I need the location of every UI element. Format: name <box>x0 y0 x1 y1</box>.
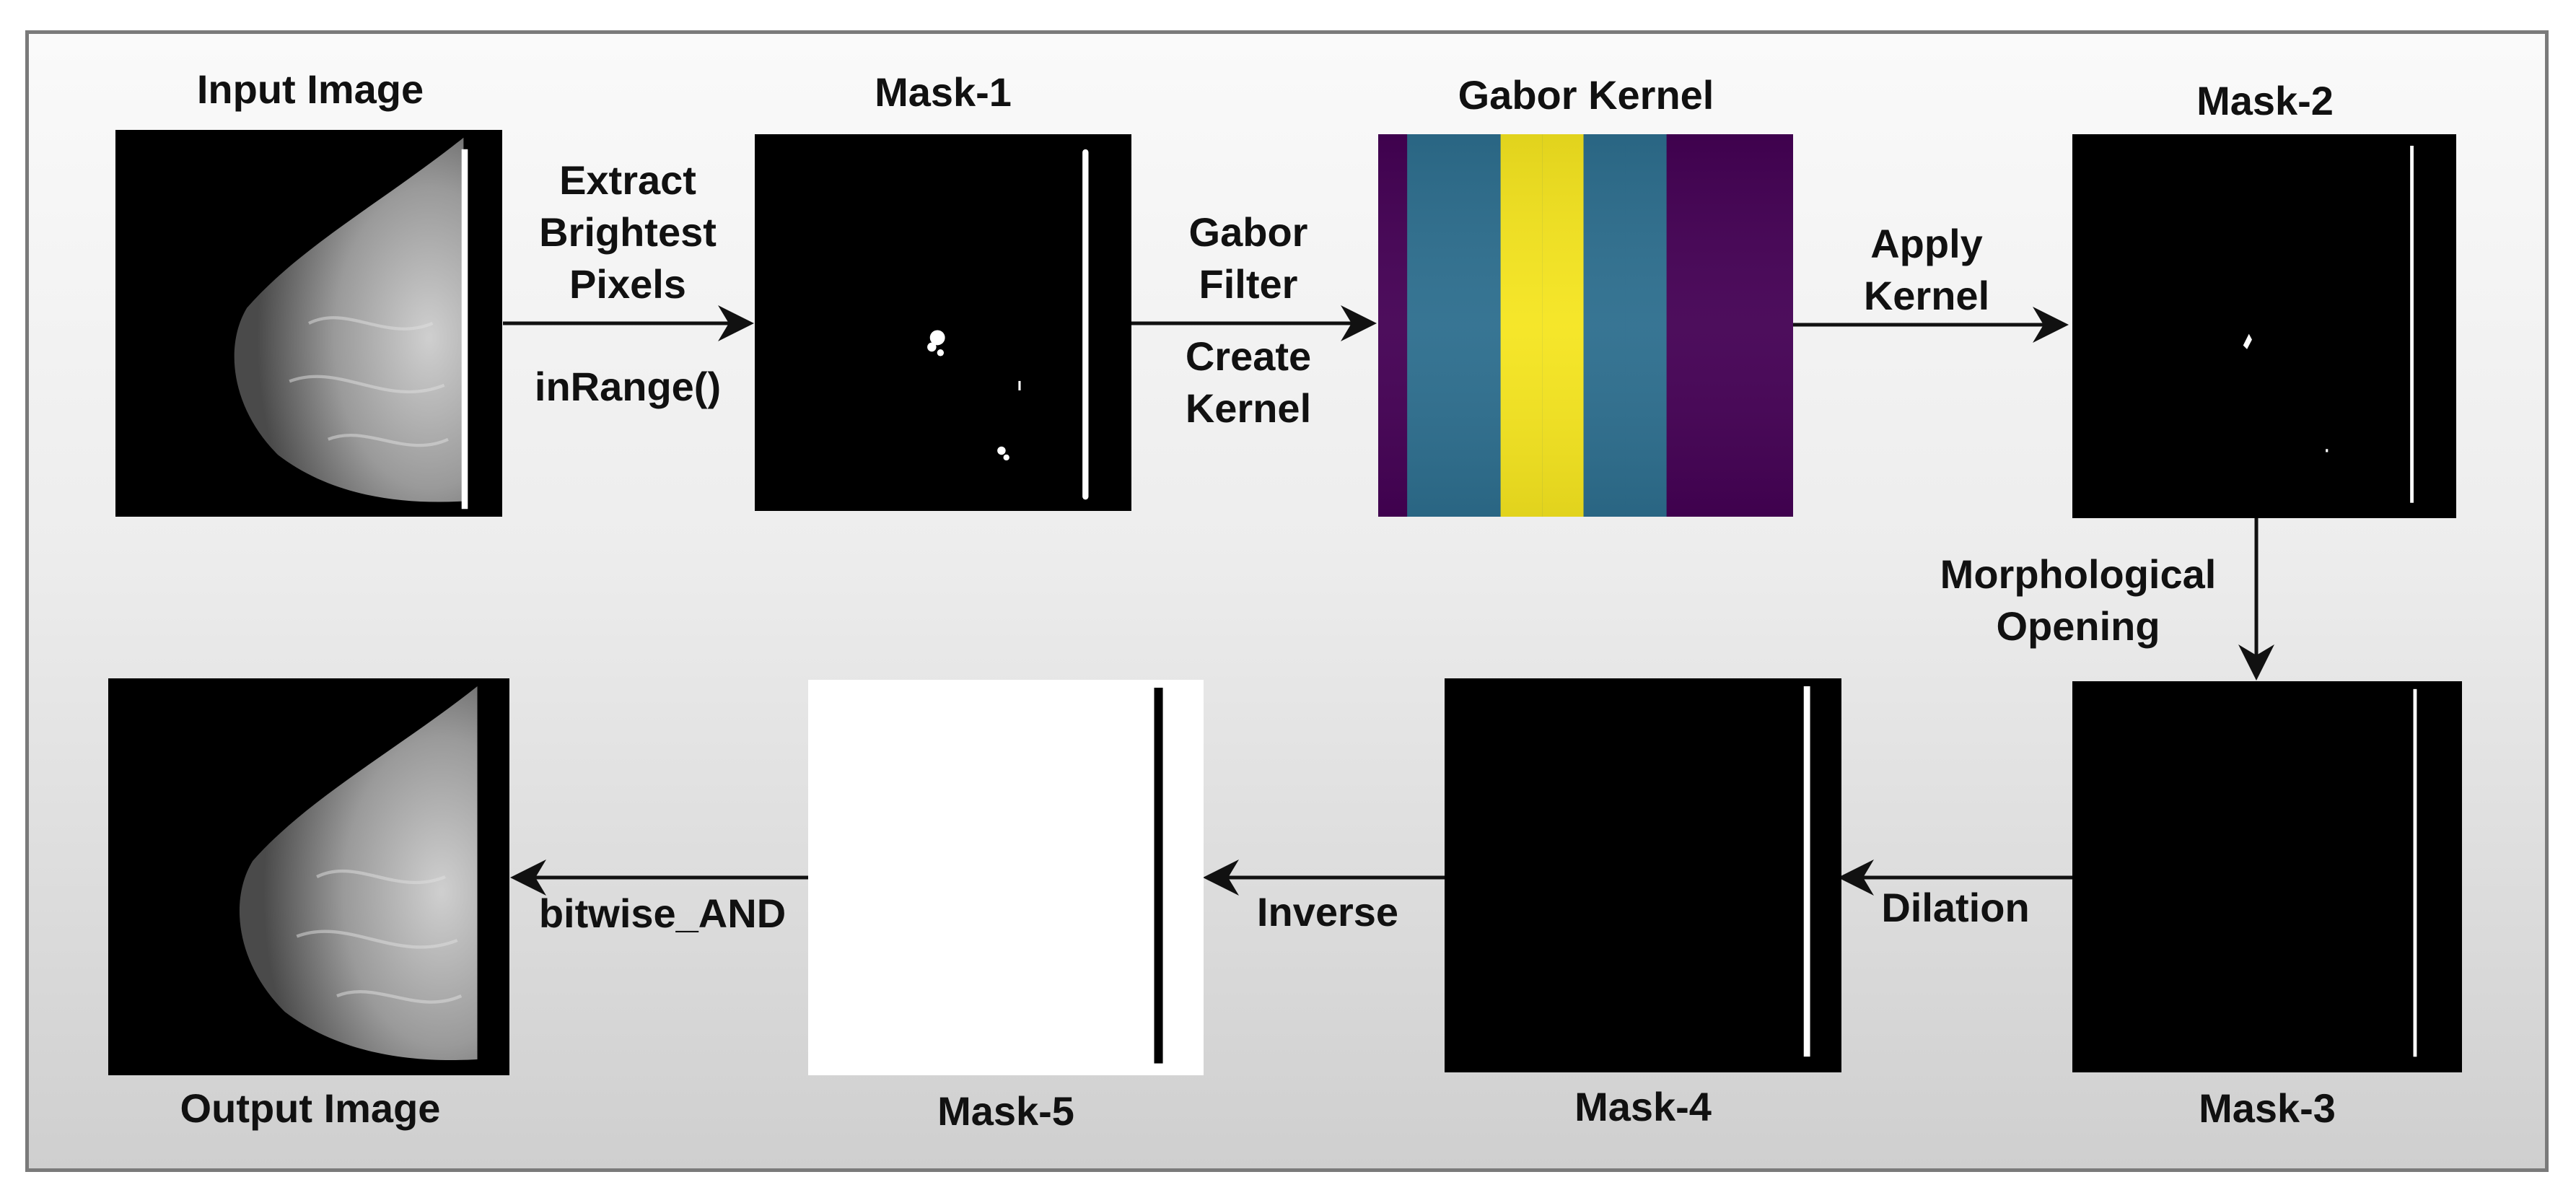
edge-label-apply: Apply <box>1870 221 1983 266</box>
edge-label-apply-kernel: Kernel <box>1863 273 1990 318</box>
output-image-title: Output Image <box>180 1085 441 1131</box>
mask5-image <box>808 680 1204 1075</box>
output-image <box>108 678 509 1075</box>
mask1-image <box>755 134 1131 511</box>
input-image-title: Input Image <box>196 66 424 112</box>
mask3-image <box>2072 681 2462 1072</box>
edge-label-bitwise-and: bitwise_AND <box>538 891 787 936</box>
mask5-title: Mask-5 <box>937 1088 1074 1134</box>
mask4-title: Mask-4 <box>1574 1084 1712 1129</box>
edge-label-gabor: Gabor <box>1188 209 1308 255</box>
edge-label-create: Create <box>1185 333 1312 379</box>
edge-label-dilation: Dilation <box>1881 885 2030 930</box>
mask2-image <box>2072 134 2456 518</box>
edge-label-morphological: Morphological <box>1940 551 2217 597</box>
mask2-title: Mask-2 <box>2196 78 2334 123</box>
mask1-title: Mask-1 <box>875 69 1012 115</box>
edge-label-brightest: Brightest <box>539 209 717 255</box>
edge-label-filter: Filter <box>1199 261 1298 307</box>
edge-label-kernel: Kernel <box>1185 385 1312 431</box>
edge-label-inrange: inRange() <box>534 364 722 409</box>
edge-label-extract: Extract <box>559 157 696 203</box>
edge-label-inverse: Inverse <box>1256 889 1399 935</box>
gabor-kernel-image <box>1378 134 1793 517</box>
edge-label-opening: Opening <box>1996 603 2160 649</box>
input-image <box>115 130 502 517</box>
mask4-image <box>1445 678 1841 1072</box>
mask3-title: Mask-3 <box>2199 1085 2336 1131</box>
gabor-kernel-title: Gabor Kernel <box>1458 72 1714 118</box>
edge-label-pixels: Pixels <box>569 261 686 307</box>
